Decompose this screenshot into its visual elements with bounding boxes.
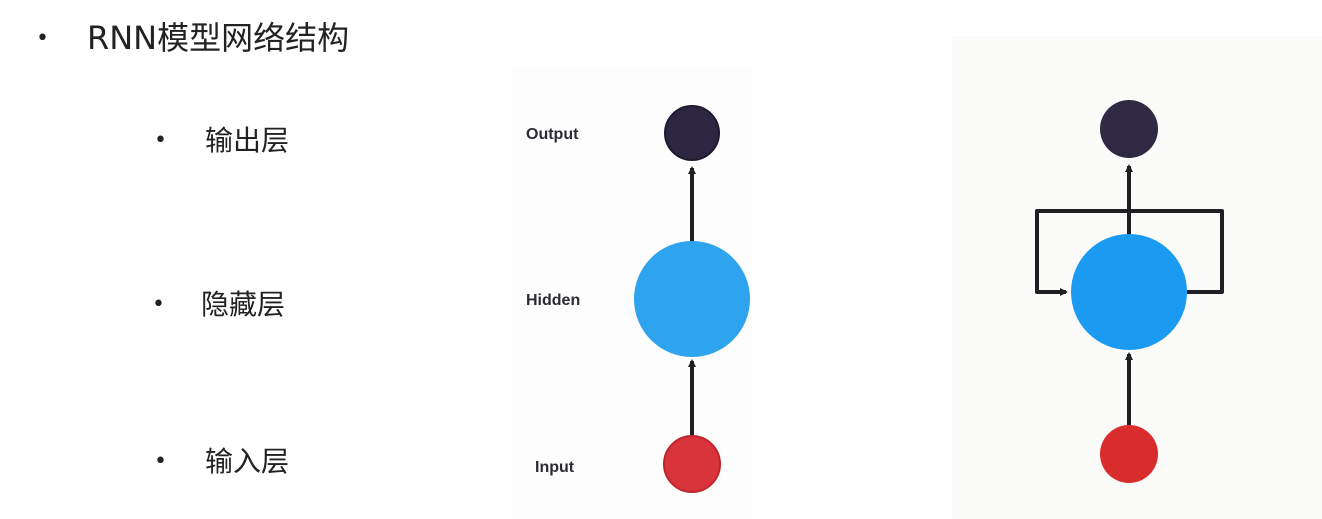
bullet-dot-output: • bbox=[154, 128, 167, 153]
bullet-dot-input: • bbox=[154, 449, 167, 474]
bullet-input-layer: 输入层 bbox=[205, 445, 290, 478]
hidden-node bbox=[634, 241, 750, 357]
slide-title: RNN模型网络结构 bbox=[87, 19, 350, 57]
bullet-hidden-layer: 隐藏层 bbox=[201, 288, 286, 321]
input-label: Input bbox=[535, 459, 575, 476]
output-node-right bbox=[1100, 100, 1158, 158]
hidden-label: Hidden bbox=[526, 292, 580, 309]
output-label: Output bbox=[526, 126, 579, 143]
input-node-right bbox=[1100, 425, 1158, 483]
output-node bbox=[664, 105, 720, 161]
input-node bbox=[663, 435, 721, 493]
title-bullet-dot: • bbox=[36, 26, 49, 51]
bullet-dot-hidden: • bbox=[152, 292, 165, 317]
bullet-output-layer: 输出层 bbox=[205, 124, 290, 157]
hidden-node-right bbox=[1071, 234, 1187, 350]
